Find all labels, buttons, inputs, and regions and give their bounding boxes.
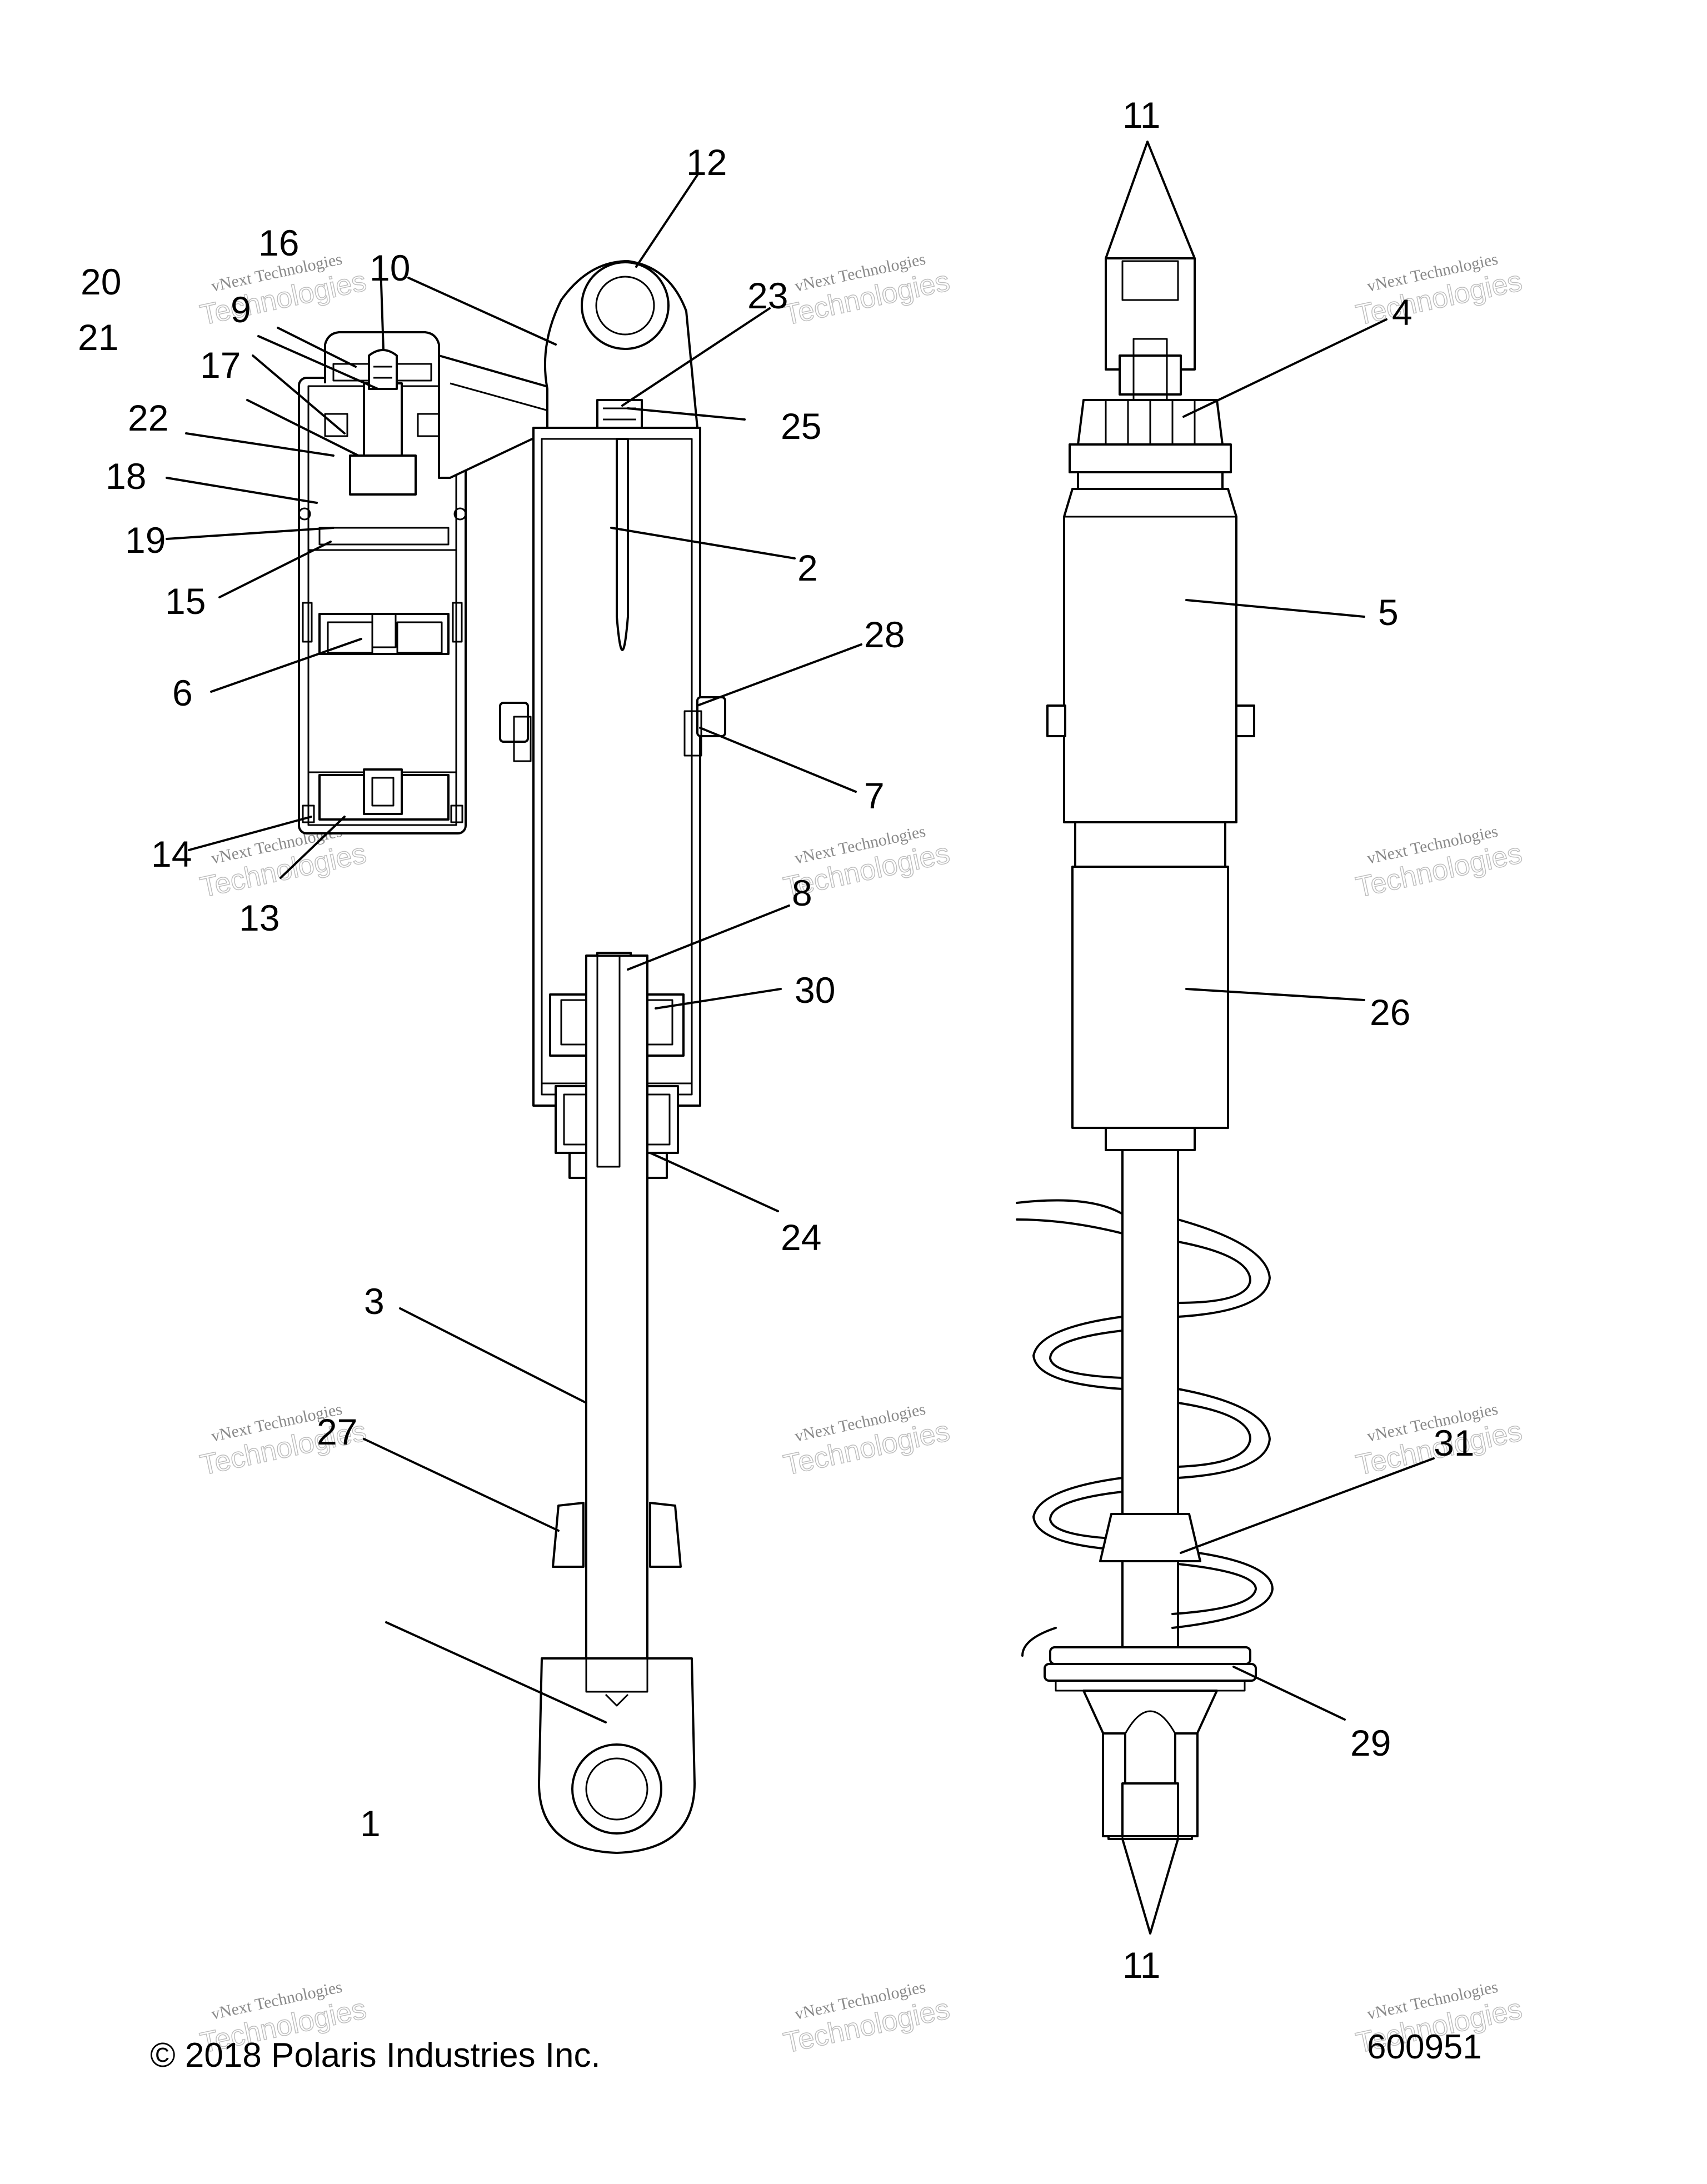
watermark: vNext Technologies Technologies xyxy=(1352,822,1525,904)
callout-28: 28 xyxy=(864,614,905,655)
callout-14: 14 xyxy=(151,833,192,874)
callout-11-bottom: 11 xyxy=(1122,1945,1161,1986)
spring-cover xyxy=(1071,821,1229,1151)
callout-3: 3 xyxy=(364,1281,385,1322)
watermark: vNext Technologies Technologies xyxy=(780,250,952,332)
shock-body xyxy=(1046,488,1255,823)
reservoir xyxy=(298,331,467,834)
callout-17: 17 xyxy=(200,344,241,386)
coil-spring xyxy=(1016,1199,1274,1657)
shaft xyxy=(585,954,648,1707)
callout-31: 31 xyxy=(1434,1422,1474,1463)
callout-22: 22 xyxy=(128,397,168,438)
callout-30: 30 xyxy=(795,969,835,1011)
callout-24: 24 xyxy=(781,1217,821,1258)
reservoir-bridge xyxy=(438,354,557,479)
callout-18: 18 xyxy=(106,456,146,497)
preload-collar xyxy=(1069,399,1232,490)
callout-labels: 1 2 3 4 5 6 7 8 9 10 11 11 12 13 14 15 1… xyxy=(78,94,1474,1986)
callout-8: 8 xyxy=(792,872,812,913)
bottom-eyelet xyxy=(538,1657,696,1854)
watermark: vNext Technologies Technologies xyxy=(1352,250,1525,332)
callout-27: 27 xyxy=(317,1411,357,1452)
callout-13: 13 xyxy=(239,897,279,938)
assembled-shaft xyxy=(1121,1149,1179,1651)
callout-9: 9 xyxy=(231,289,251,330)
callout-12: 12 xyxy=(686,142,727,183)
callout-11-top: 11 xyxy=(1122,94,1161,136)
watermark: vNext Technologies Technologies xyxy=(780,1978,952,2060)
figure-number: 600951 xyxy=(1367,2028,1482,2066)
callout-29: 29 xyxy=(1350,1722,1391,1763)
callout-25: 25 xyxy=(781,406,821,447)
callout-21: 21 xyxy=(78,317,118,358)
cutaway-shock xyxy=(298,260,726,1854)
top-bushing xyxy=(1105,257,1196,401)
callout-4: 4 xyxy=(1392,292,1412,333)
callout-23: 23 xyxy=(747,275,788,316)
watermark: vNext Technologies Technologies xyxy=(780,1400,952,1482)
callout-7: 7 xyxy=(864,775,885,816)
bottom-clevis xyxy=(1082,1690,1218,1840)
spring-retainer xyxy=(1044,1646,1257,1692)
callout-16: 16 xyxy=(258,222,299,263)
callout-26: 26 xyxy=(1370,992,1410,1033)
callout-6: 6 xyxy=(172,672,193,713)
bump-stop xyxy=(552,1502,682,1568)
leader-lines xyxy=(166,174,1435,1723)
spring-collar xyxy=(1099,1513,1201,1562)
callout-19: 19 xyxy=(125,519,166,561)
top-eyelet xyxy=(543,260,698,434)
assembled-shock xyxy=(1016,141,1274,1935)
callout-1: 1 xyxy=(360,1803,381,1844)
callout-2: 2 xyxy=(797,547,818,588)
callout-15: 15 xyxy=(165,581,206,622)
callout-20: 20 xyxy=(81,261,121,302)
callout-10: 10 xyxy=(370,247,410,288)
copyright-notice: © 2018 Polaris Industries Inc. xyxy=(150,2036,601,2075)
callout-5: 5 xyxy=(1378,592,1399,633)
